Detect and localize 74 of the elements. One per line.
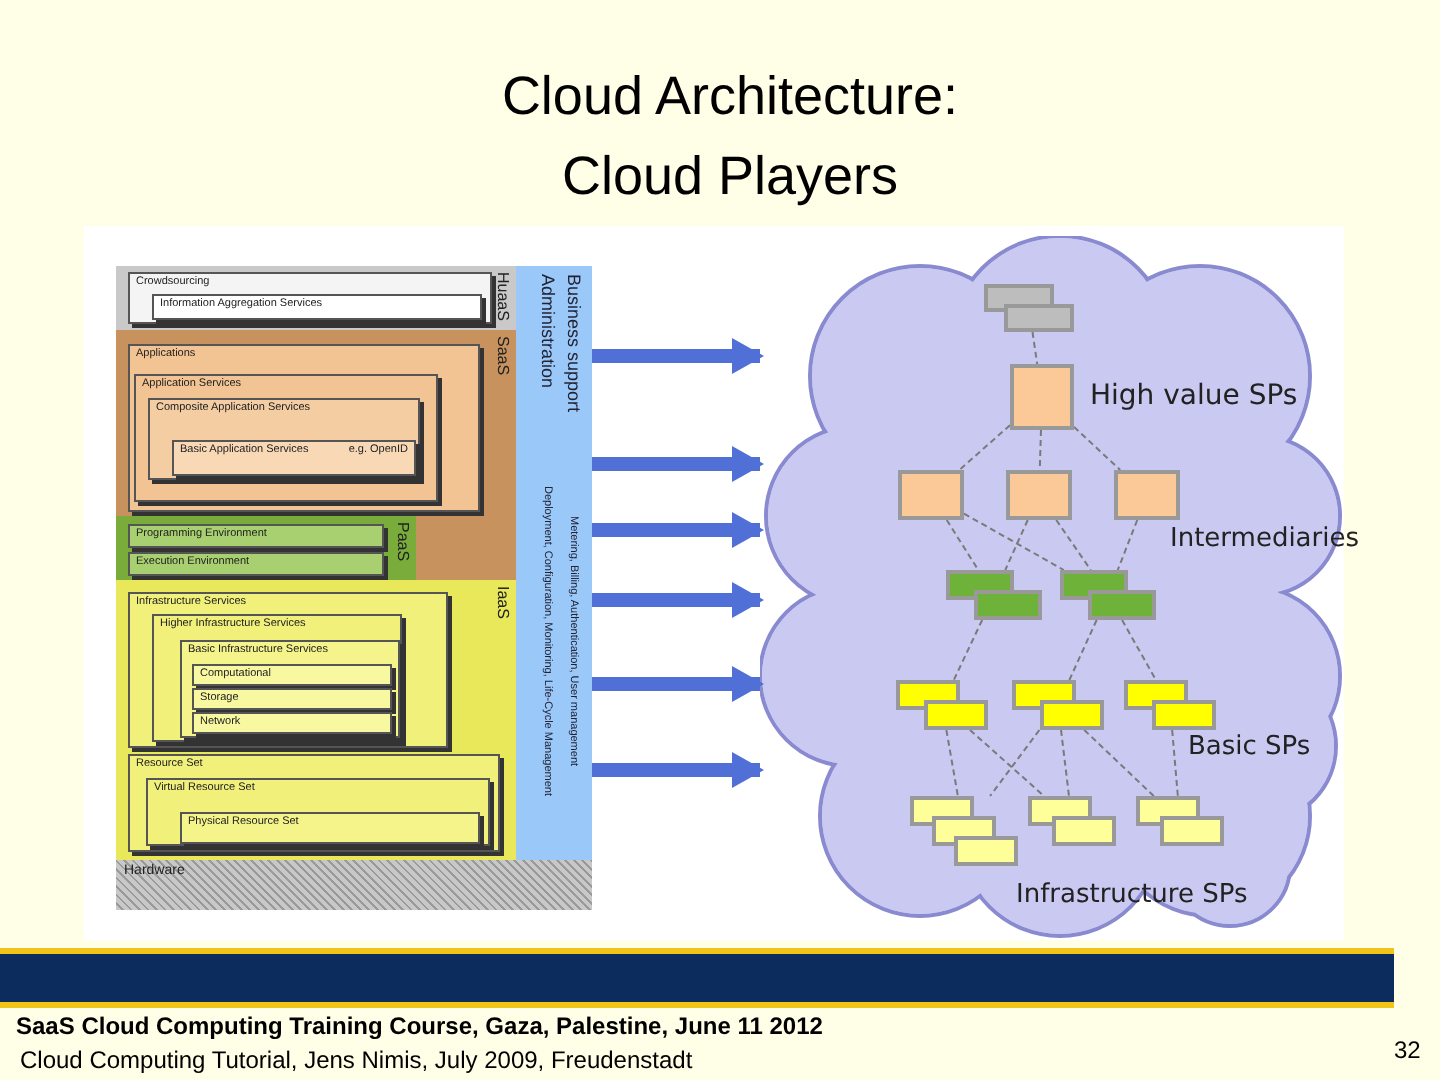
layer-band xyxy=(116,516,416,580)
layer-box xyxy=(152,294,482,320)
block-arrow xyxy=(592,752,764,788)
service-provider-boxes xyxy=(1114,470,1180,520)
layer-box xyxy=(146,778,490,846)
cloud-label: Intermediaries xyxy=(1170,524,1360,556)
layer-label: IaaS xyxy=(494,586,512,619)
dashed-line xyxy=(989,729,1041,797)
column-label: Business support xyxy=(564,274,584,413)
service-provider-boxes xyxy=(1012,680,1104,730)
dashed-line xyxy=(945,519,980,571)
layer-box xyxy=(128,754,500,852)
support-column xyxy=(516,266,592,860)
service-provider-boxes xyxy=(946,570,1042,620)
dashed-line xyxy=(1073,425,1122,471)
footer-text: SaaS Cloud Computing Training Course, Gaza, Palestine, June 11 2012 xyxy=(16,1012,823,1040)
dashed-line xyxy=(1004,519,1029,571)
layer-box xyxy=(128,552,384,576)
cloud-label: Basic SPs xyxy=(1188,732,1311,764)
dashed-line xyxy=(1083,729,1155,797)
service-provider-boxes xyxy=(896,680,988,730)
dashed-line xyxy=(958,424,1011,471)
service-provider-boxes xyxy=(1006,470,1072,520)
service-provider-boxes xyxy=(1028,796,1116,846)
service-provider-boxes xyxy=(1136,796,1224,846)
layer-box xyxy=(152,614,402,742)
dashed-line xyxy=(1060,729,1070,797)
slide-title: Cloud Architecture: Cloud Players xyxy=(499,64,961,210)
block-arrow xyxy=(592,512,764,548)
column-label: Administration xyxy=(538,274,558,389)
layer-box xyxy=(192,688,392,710)
layer-band xyxy=(116,580,516,860)
dashed-line xyxy=(952,619,984,681)
service-provider-boxes xyxy=(1060,570,1156,620)
block-arrow xyxy=(592,446,764,482)
layer-box xyxy=(192,712,392,734)
block-arrow xyxy=(592,338,764,374)
service-provider-boxes xyxy=(1124,680,1216,730)
layer-box xyxy=(128,524,384,548)
service-provider-boxes xyxy=(910,796,1018,866)
layer-box xyxy=(192,664,392,686)
cloud-label: High value SPs xyxy=(1090,380,1298,414)
dashed-line xyxy=(1038,429,1042,471)
service-provider-boxes xyxy=(898,470,964,520)
layer-box xyxy=(148,398,420,480)
dashed-line xyxy=(1068,619,1098,681)
dashed-line xyxy=(1055,519,1092,571)
layer-box xyxy=(172,440,416,476)
layer-label: PaaS xyxy=(394,522,412,562)
hardware-band xyxy=(116,860,592,910)
layer-box xyxy=(180,812,480,844)
block-arrow xyxy=(592,666,764,702)
dashed-line xyxy=(1121,619,1157,681)
layer-label: HuaaS xyxy=(494,272,512,321)
layer-label: SaaS xyxy=(494,336,512,376)
layer-band xyxy=(116,266,516,330)
layer-box xyxy=(128,344,480,512)
layer-box xyxy=(180,640,400,738)
layer-box xyxy=(128,272,492,324)
layer-box xyxy=(128,592,448,748)
service-provider-boxes xyxy=(984,284,1074,332)
dashed-line xyxy=(963,512,1065,571)
page-number: 32 xyxy=(1394,1036,1421,1064)
dashed-line xyxy=(1171,729,1179,797)
dashed-line xyxy=(945,729,959,797)
layer-band xyxy=(116,330,516,580)
service-provider-boxes xyxy=(1010,364,1074,430)
footer-text: Cloud Computing Tutorial, Jens Nimis, July 2009, Freudenstadt xyxy=(20,1046,693,1074)
block-arrow xyxy=(592,582,764,618)
cloud-label: Infrastructure SPs xyxy=(1016,880,1248,912)
dashed-line xyxy=(1116,519,1139,571)
dashed-line xyxy=(969,729,1045,797)
layer-box xyxy=(134,374,438,502)
dashed-line xyxy=(1031,331,1039,365)
